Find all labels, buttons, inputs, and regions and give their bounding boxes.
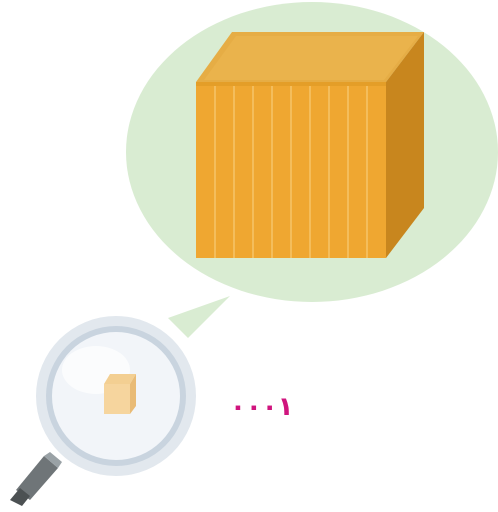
magnifying-glass-icon	[10, 316, 196, 506]
base-ten-cube-icon	[196, 32, 424, 258]
small-cube-icon	[104, 374, 136, 414]
number-label: ١٠٠٠	[230, 392, 293, 422]
